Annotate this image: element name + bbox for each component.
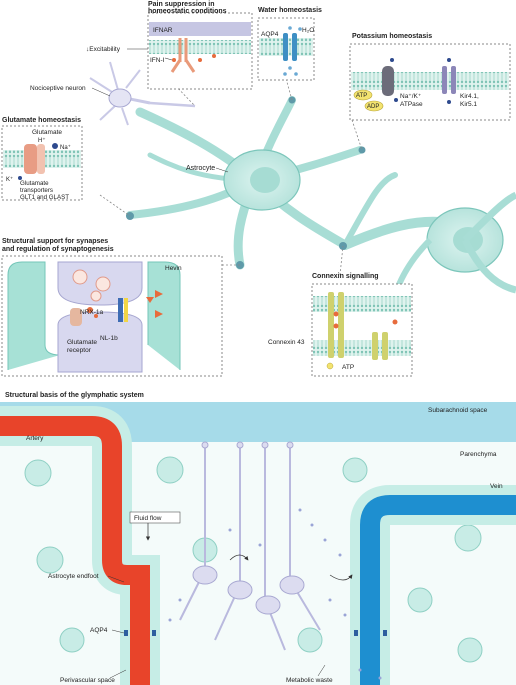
metabolic-waste-particles <box>168 508 382 680</box>
glutamate-title: Glutamate homeostasis <box>2 117 81 124</box>
glymphatic-title: Structural basis of the glymphatic syste… <box>5 392 144 399</box>
water-title: Water homeostasis <box>258 7 322 14</box>
aqp4-label: AQP4 <box>261 31 279 38</box>
panel-connexin-signalling: Connexin signalling Connexin 43 ATP <box>268 273 413 377</box>
aqp4-channel <box>283 33 297 61</box>
connexin-43-channel <box>328 292 398 360</box>
nak-label-1: Na⁺/K⁺ <box>400 93 421 100</box>
kir-label-1: Kir4.1, <box>460 93 479 100</box>
vein-label: Vein <box>490 483 503 490</box>
connexin-title: Connexin signalling <box>312 273 379 280</box>
parenchyma-label: Parenchyma <box>460 451 497 458</box>
hevin-label: Hevin <box>165 265 182 272</box>
nociceptive-neuron-label: Nociceptive neuron <box>30 85 86 92</box>
kir-channel <box>442 58 456 104</box>
nl-label: NL-1b <box>100 335 118 342</box>
endfoot-label: Astrocyte endfoot <box>48 573 99 580</box>
receptor-label-1: Glutamate <box>67 339 97 346</box>
transporters-label-1: Glutamate <box>20 180 49 187</box>
ifnar-label: IFNAR <box>153 27 173 34</box>
pain-title-2: homeostatic conditions <box>148 8 227 15</box>
synapse-title-2: and regulation of synaptogenesis <box>2 246 114 253</box>
receptor-label-2: receptor <box>67 347 92 354</box>
artery-label: Artery <box>26 435 44 442</box>
fluid-flow-box <box>129 511 181 524</box>
panel-glutamate-homeostasis: Glutamate homeostasis Glutamate H⁺ Na⁺ K… <box>1 117 83 201</box>
h2o-label: H₂O <box>302 27 314 34</box>
potassium-title: Potassium homeostasis <box>352 33 432 40</box>
na-label: Na⁺ <box>60 144 71 151</box>
atp-label: ATP <box>356 93 367 99</box>
k-label: K⁺ <box>6 176 13 183</box>
glutamate-transporter <box>24 144 45 174</box>
glutamate-label: Glutamate <box>32 129 62 136</box>
aqp4-glymph-label: AQP4 <box>90 627 108 634</box>
panel-synapse-support: Structural support for synapses and regu… <box>1 238 223 377</box>
astrocyte-label: Astrocyte <box>186 165 215 172</box>
fluid-flow-label: Fluid flow <box>134 515 162 522</box>
ifnar-receptor <box>170 38 196 73</box>
panel-potassium-homeostasis: Potassium homeostasis ATP ADP Na⁺/K⁺ ATP… <box>349 33 511 121</box>
transporters-label-2: transporters <box>20 187 53 194</box>
metabolic-waste-label: Metabolic waste <box>286 677 333 684</box>
excitability-label: ↓Excitability <box>86 46 121 53</box>
synapse-title-1: Structural support for synapses <box>2 238 108 245</box>
ifn-label: IFN-I <box>150 57 165 64</box>
nrx-label: NRX-1a <box>80 309 104 316</box>
subarachnoid-label: Subarachnoid space <box>428 407 488 414</box>
nociceptive-neuron <box>89 61 196 126</box>
pain-title-1: Pain suppression in <box>148 1 215 8</box>
panel-pain-suppression: Pain suppression in homeostatic conditio… <box>86 1 253 90</box>
na-k-atpase <box>382 58 398 102</box>
kir-label-2: Kir5.1 <box>460 101 477 108</box>
connexin-atp-label: ATP <box>342 364 354 371</box>
nak-label-2: ATPase <box>400 101 423 108</box>
aqp4-markers <box>124 630 387 636</box>
transporters-label-3: GLT1 and GLAST <box>20 194 69 201</box>
h-label: H⁺ <box>38 137 46 144</box>
panel-water-homeostasis: Water homeostasis AQP4 H₂O <box>257 7 322 81</box>
perivascular-label: Perivascular space <box>60 677 115 684</box>
glymphatic-astrocytes <box>24 456 483 663</box>
adp-label: ADP <box>367 104 379 110</box>
cx43-label: Connexin 43 <box>268 339 305 346</box>
glymphatic-section: Structural basis of the glymphatic syste… <box>0 392 516 685</box>
astrocyte-network <box>126 96 516 296</box>
